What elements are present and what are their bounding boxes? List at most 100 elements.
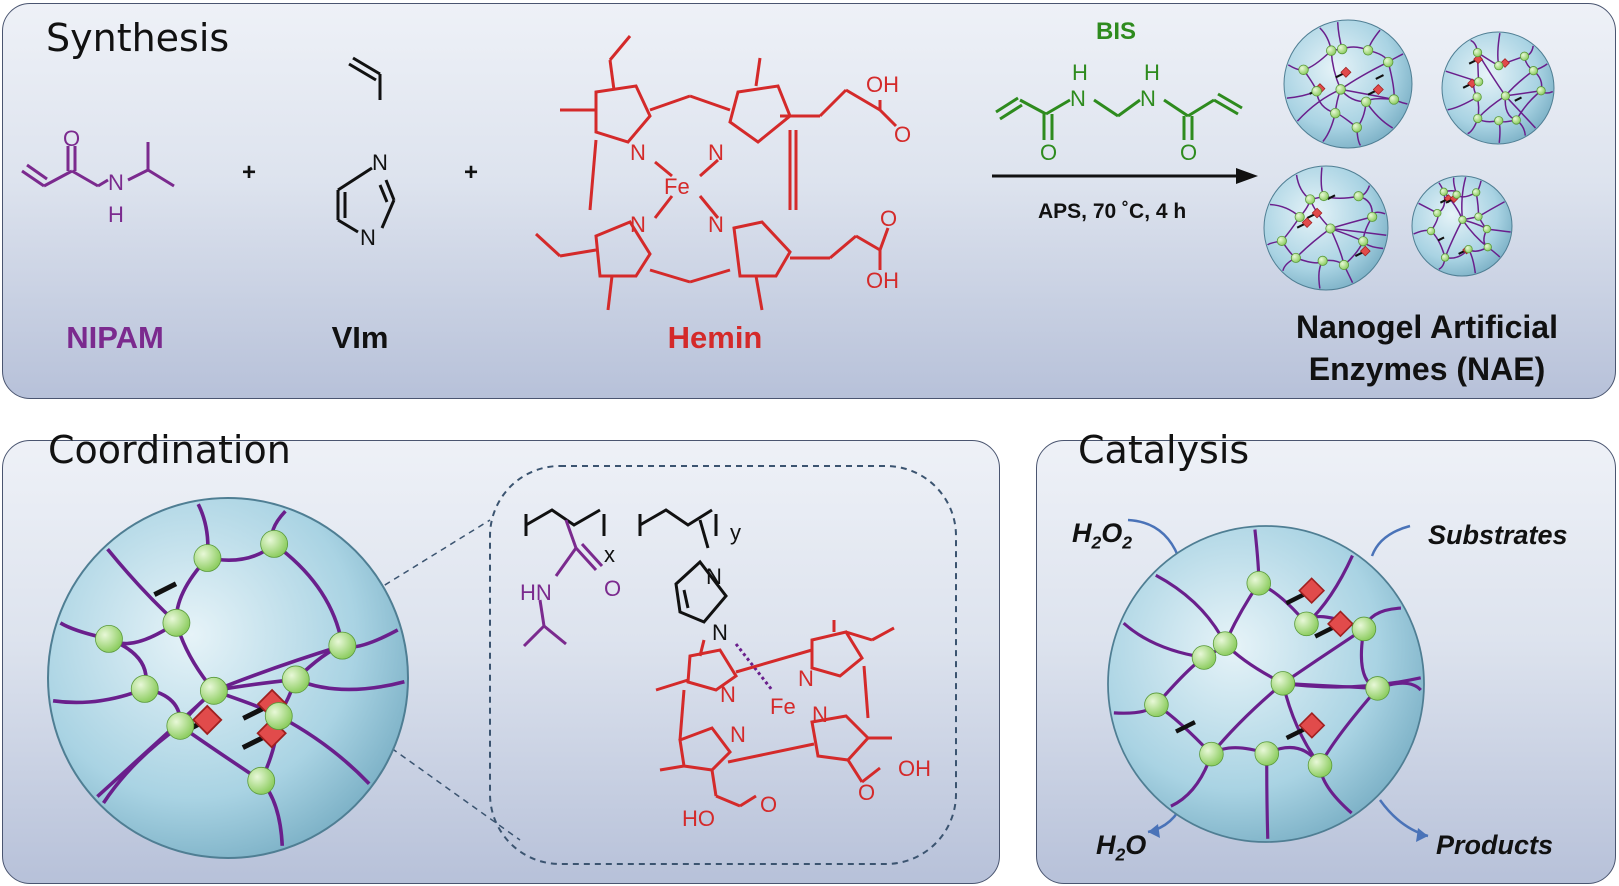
crosslink-node bbox=[1439, 187, 1448, 196]
heme-diamond bbox=[1372, 84, 1384, 96]
heme-o2: O bbox=[760, 792, 777, 817]
subscript-x: x bbox=[604, 542, 615, 567]
hemin-o-bottom: O bbox=[880, 206, 897, 231]
subscript-y: y bbox=[730, 520, 741, 545]
hemin-oh-top: OH bbox=[866, 72, 899, 97]
imidazole-linker bbox=[1354, 251, 1364, 257]
crosslink-node bbox=[1482, 224, 1492, 234]
arrow-right-icon bbox=[992, 168, 1258, 184]
arrow-head-icon bbox=[1416, 828, 1428, 842]
vim-n2: N bbox=[360, 225, 376, 250]
zoom-inset-box bbox=[489, 465, 957, 865]
heme-diamond bbox=[1301, 217, 1313, 229]
imidazole-linker bbox=[242, 705, 267, 721]
crosslink-node bbox=[1294, 611, 1319, 637]
imidazole-linker bbox=[1437, 236, 1445, 242]
crosslink-node bbox=[1144, 692, 1169, 718]
coord-nipam-o: O bbox=[604, 576, 621, 601]
heme-diamond bbox=[1327, 610, 1354, 638]
products-label: Products bbox=[1436, 830, 1554, 860]
crosslink-node bbox=[1338, 259, 1349, 271]
crosslink-node bbox=[130, 674, 159, 703]
plus-sign-2: + bbox=[464, 159, 478, 186]
crosslink-node bbox=[1365, 676, 1390, 701]
crosslink-node bbox=[1433, 208, 1442, 218]
crosslink-node bbox=[1276, 235, 1287, 246]
h2o2-label: H2O2 bbox=[1072, 518, 1133, 553]
nipam-label: NIPAM bbox=[66, 320, 164, 355]
hemin-o-top: O bbox=[894, 122, 911, 147]
heme-diamond bbox=[1298, 577, 1326, 605]
heme-n1: N bbox=[720, 682, 736, 707]
imidazole-linker bbox=[1445, 198, 1453, 204]
crosslink-node bbox=[1472, 47, 1483, 58]
nanogel-sphere-icon bbox=[1263, 165, 1389, 291]
polymer-chain bbox=[96, 689, 216, 798]
imidazole-linker bbox=[1285, 591, 1307, 606]
coord-n2: N bbox=[712, 620, 728, 645]
nipam-sidechain bbox=[522, 519, 604, 648]
bis-o2: O bbox=[1180, 140, 1197, 165]
bis-n2: N bbox=[1140, 86, 1156, 111]
heme-diamond bbox=[1298, 711, 1326, 739]
coord-hn: HN bbox=[520, 580, 552, 605]
polymer-chain bbox=[1282, 676, 1422, 689]
hemin-structure bbox=[534, 35, 898, 311]
catalysis-title: Catalysis bbox=[1078, 428, 1250, 472]
bis-h1: H bbox=[1072, 60, 1088, 85]
crosslink-node bbox=[1246, 571, 1272, 596]
crosslink-node bbox=[328, 631, 357, 660]
synthesis-title: Synthesis bbox=[46, 16, 230, 60]
crosslink-node bbox=[1458, 215, 1467, 224]
imidazole-linker bbox=[1458, 250, 1466, 255]
nipam-n: N bbox=[108, 170, 124, 195]
crosslink-node bbox=[1494, 116, 1504, 126]
heme-n2: N bbox=[798, 666, 814, 691]
crosslink-node bbox=[1472, 188, 1481, 197]
bis-label: BIS bbox=[1096, 18, 1137, 45]
imidazole-linker bbox=[1335, 72, 1344, 79]
crosslink-node bbox=[1360, 96, 1372, 108]
heme-diamond bbox=[1311, 207, 1323, 219]
nanogel-sphere-icon bbox=[1411, 175, 1513, 277]
crosslink-node bbox=[193, 544, 222, 572]
crosslink-node bbox=[281, 665, 310, 694]
imidazole-linker bbox=[1306, 213, 1316, 219]
bis-h2: H bbox=[1144, 60, 1160, 85]
nae-label-line1: Nanogel Artificial bbox=[1296, 309, 1558, 345]
crosslink-node bbox=[199, 676, 228, 705]
crosslink-node bbox=[1426, 226, 1436, 236]
heme-diamond bbox=[1340, 66, 1352, 78]
crosslink-node bbox=[1519, 51, 1530, 61]
nipam-h: H bbox=[108, 202, 124, 227]
plus-sign-1: + bbox=[242, 159, 256, 186]
vim-structure bbox=[336, 56, 396, 234]
crosslink-node bbox=[1199, 741, 1224, 767]
imidazole-linker bbox=[1439, 198, 1447, 204]
heme-n3: N bbox=[730, 722, 746, 747]
imidazole-linker bbox=[1327, 194, 1336, 200]
reaction-conditions: APS, 70 ˚C, 4 h bbox=[1038, 200, 1187, 223]
hemin-n3: N bbox=[630, 212, 646, 237]
arrow-head-icon bbox=[1148, 824, 1160, 838]
zoom-line-top bbox=[337, 519, 491, 615]
hemin-n2: N bbox=[708, 140, 724, 165]
crosslink-node bbox=[1528, 66, 1539, 76]
heme-ho: HO bbox=[682, 806, 715, 831]
crosslink-node bbox=[1472, 92, 1482, 102]
crosslink-node bbox=[1494, 61, 1504, 71]
crosslink-node bbox=[1212, 631, 1238, 656]
heme-diamond bbox=[1359, 245, 1371, 257]
crosslink-node bbox=[1536, 86, 1546, 96]
crosslink-node bbox=[1500, 91, 1511, 101]
crosslink-node bbox=[1367, 211, 1378, 222]
curved-arrow-icon bbox=[1370, 524, 1411, 557]
crosslink-node bbox=[1483, 243, 1492, 252]
crosslink-node bbox=[1336, 43, 1348, 55]
bis-structure bbox=[995, 92, 1243, 140]
crosslink-node bbox=[260, 529, 289, 558]
imidazole-linker bbox=[1285, 726, 1307, 741]
